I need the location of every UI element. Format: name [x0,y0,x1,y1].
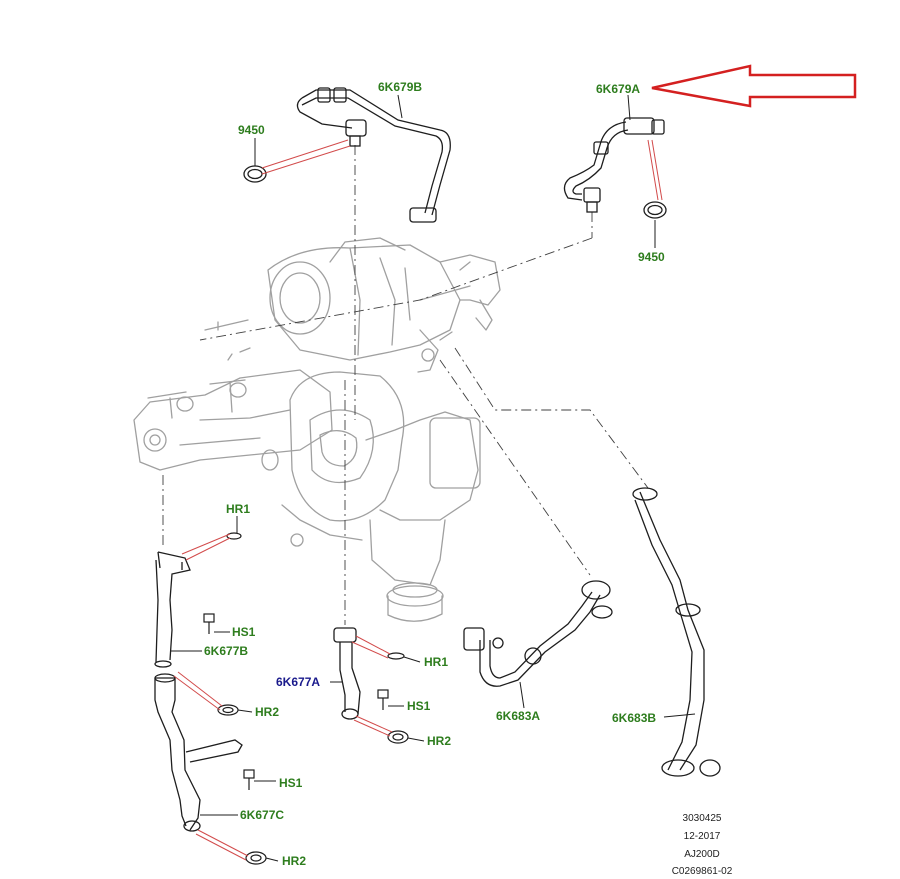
label-9450-left: 9450 [238,123,265,137]
bolt-hs1-left [203,613,215,634]
label-hs1-left: HS1 [232,625,256,639]
part-6k677a-oil-return-pipe [333,627,361,720]
assembly-centerlines [162,145,649,625]
diagram-number: 3030425 [682,813,722,824]
label-hr2-mid: HR2 [427,734,452,748]
label-hs1-lower: HS1 [279,776,303,790]
diagram-date: 12-2017 [683,831,721,842]
label-hr2-left: HR2 [255,705,280,719]
label-6k679a: 6K679A [596,82,641,96]
label-hr1-mid: HR1 [424,655,449,669]
seal-hr1-mid [387,652,405,660]
part-6k677c-oil-return-pipe [154,673,243,832]
turbocharger-assembly [133,237,501,622]
part-6k683a-coolant-hose [463,580,613,687]
label-hr1-left: HR1 [226,502,251,516]
bolt-hs1-lower [243,769,255,790]
part-6k677b-oil-return-pipe [154,551,191,668]
label-6k677c: 6K677C [240,808,285,822]
washer-9450-right [643,201,667,219]
label-6k683b: 6K683B [612,711,657,725]
seal-hr2-mid [387,730,409,744]
label-hr2-bottom: HR2 [282,854,307,868]
drawing-reference: C0269861-02 [671,866,733,877]
part-6k683b-coolant-hose [632,487,721,777]
engine-code: AJ200D [684,849,720,860]
label-leaders [171,94,696,862]
fitting-leaders [173,139,663,861]
highlight-arrow [651,64,857,108]
bolt-hs1-mid [377,689,389,710]
seal-hr1-left [226,532,242,540]
seal-hr2-bottom [245,851,267,865]
part-6k679a-oil-feed-pipe [563,117,665,213]
label-6k677a: 6K677A [276,675,321,689]
label-6k677b: 6K677B [204,644,249,658]
label-9450-right: 9450 [638,250,665,264]
label-hs1-mid: HS1 [407,699,431,713]
seal-hr2-left [217,704,239,716]
label-6k679b: 6K679B [378,80,423,94]
part-6k679b-oil-feed-pipe [296,87,451,223]
label-6k683a: 6K683A [496,709,541,723]
